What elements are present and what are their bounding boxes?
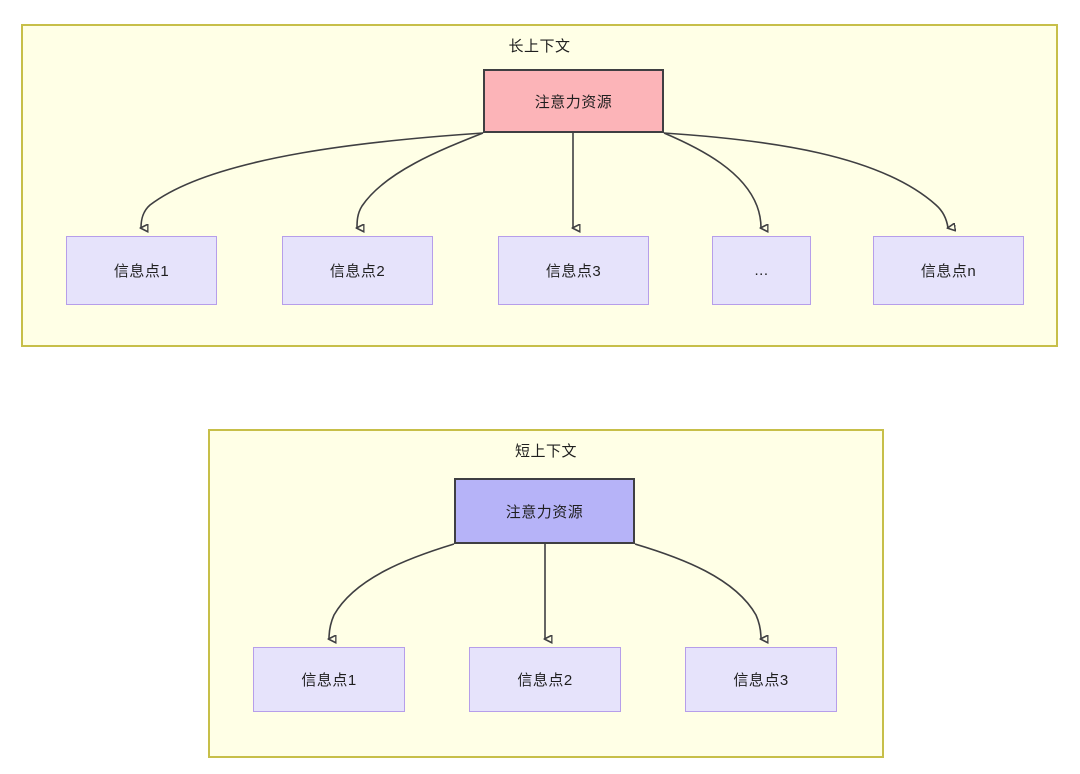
node-info-point-short-2[interactable]: 信息点2 xyxy=(469,647,621,712)
node-attention-resource-long[interactable]: 注意力资源 xyxy=(483,69,664,133)
node-info-point-long-1[interactable]: 信息点1 xyxy=(66,236,217,305)
group-short-context-title: 短上下文 xyxy=(514,443,577,460)
node-info-point-long-2[interactable]: 信息点2 xyxy=(282,236,433,305)
node-attention-resource-short[interactable]: 注意力资源 xyxy=(454,478,635,544)
group-long-context-title: 长上下文 xyxy=(508,38,571,55)
node-info-point-long-ellipsis[interactable]: ... xyxy=(712,236,811,305)
node-info-point-long-3[interactable]: 信息点3 xyxy=(498,236,649,305)
node-info-point-short-1[interactable]: 信息点1 xyxy=(253,647,405,712)
node-info-point-long-n[interactable]: 信息点n xyxy=(873,236,1024,305)
node-info-point-short-3[interactable]: 信息点3 xyxy=(685,647,837,712)
